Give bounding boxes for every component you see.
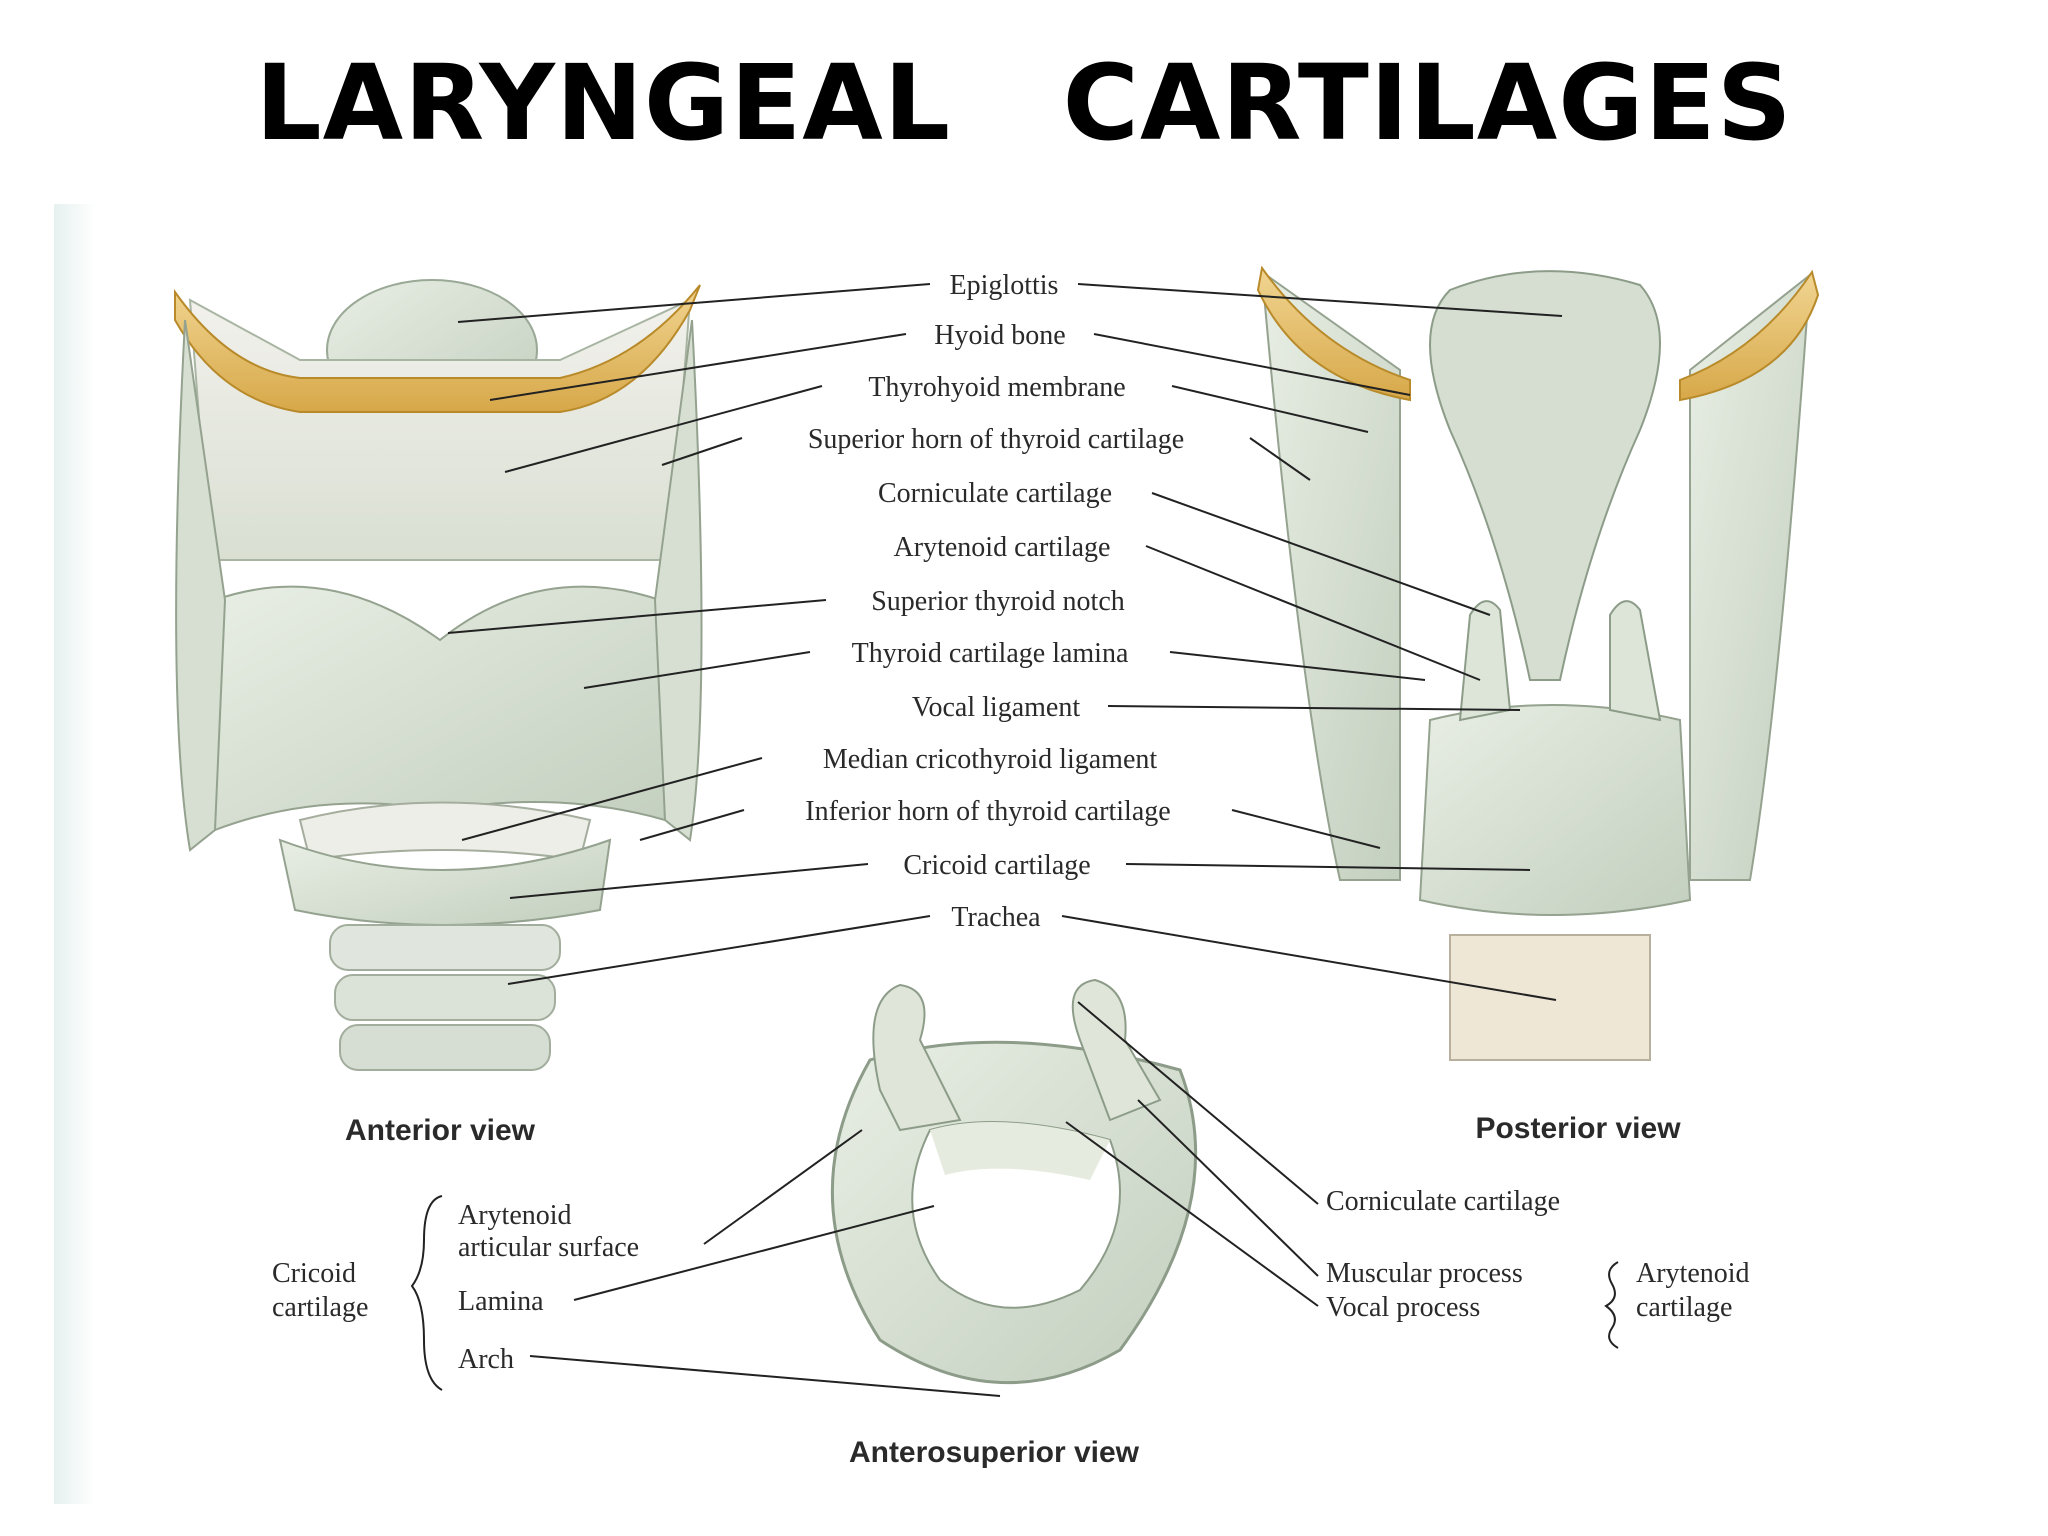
- posterior-hyoid-right: [1679, 269, 1820, 402]
- posterior-thyroid-right: [1689, 272, 1812, 881]
- anterosuperior-cricoid: [830, 978, 1198, 1385]
- anterior-cricothyroid-ligament: [298, 801, 592, 862]
- posterior-epiglottis: [1429, 270, 1661, 681]
- label-hyoid-bone: Hyoid bone: [934, 320, 1065, 351]
- label-lamina: Lamina: [458, 1286, 544, 1317]
- posterior-cricoid: [1418, 704, 1692, 916]
- label-thyroid-lamina: Thyroid cartilage lamina: [852, 638, 1129, 669]
- label-anterosuperior-view: Anterosuperior view: [849, 1436, 1140, 1469]
- leader-lines: [410, 283, 1619, 1397]
- posterior-larynx: [1256, 265, 1820, 1061]
- label-posterior-view: Posterior view: [1475, 1112, 1681, 1145]
- anterior-cricoid: [278, 838, 612, 926]
- label-vocal-ligament: Vocal ligament: [912, 692, 1080, 723]
- anterior-trachea-ring-2: [334, 974, 556, 1021]
- label-arytenoid-title-1: Arytenoid: [1636, 1258, 1750, 1289]
- label-superior-thyroid-notch: Superior thyroid notch: [871, 586, 1125, 617]
- arytenoid-group-labels: Corniculate cartilage Muscular process V…: [1326, 1186, 1750, 1323]
- label-arytenoid-surface-1: Arytenoid: [458, 1200, 572, 1231]
- label-arch: Arch: [458, 1344, 514, 1375]
- anterior-trachea-ring-3: [339, 1024, 551, 1071]
- posterior-hyoid-left: [1256, 265, 1411, 402]
- label-corniculate: Corniculate cartilage: [878, 478, 1112, 509]
- label-epiglottis: Epiglottis: [950, 270, 1059, 301]
- label-corniculate-lower: Corniculate cartilage: [1326, 1186, 1560, 1217]
- anterior-thyroid-left-side: [175, 319, 227, 852]
- anterosuperior-arytenoid-left: [872, 983, 962, 1132]
- plate-edge: [54, 204, 96, 1504]
- label-cricoid-title-2: cartilage: [272, 1292, 368, 1323]
- label-anterior-view: Anterior view: [345, 1114, 536, 1147]
- label-trachea: Trachea: [951, 902, 1041, 933]
- anterior-larynx: [174, 279, 703, 1071]
- anterior-thyroid-cartilage: [214, 585, 667, 832]
- anterior-thyroid-right-side: [653, 319, 703, 842]
- slide-title: LARYNGEAL CARTILAGES: [255, 42, 1793, 164]
- view-labels: Anterior view Posterior view Anterosuper…: [345, 1112, 1681, 1469]
- label-median-cricothyroid: Median cricothyroid ligament: [823, 744, 1158, 775]
- label-thyrohyoid-membrane: Thyrohyoid membrane: [868, 372, 1125, 403]
- anterior-hyoid-bone: [174, 284, 701, 413]
- label-superior-horn: Superior horn of thyroid cartilage: [808, 424, 1184, 455]
- cricoid-lamina-shade: [930, 1122, 1110, 1180]
- label-cricoid-cartilage: Cricoid cartilage: [903, 850, 1090, 881]
- posterior-thyroid-left: [1260, 269, 1401, 881]
- posterior-arytenoid-right: [1609, 600, 1662, 722]
- anterior-trachea-ring-1: [329, 924, 561, 971]
- label-muscular-process: Muscular process: [1326, 1258, 1523, 1289]
- label-cricoid-title-1: Cricoid: [272, 1258, 356, 1289]
- posterior-trachea: [1449, 934, 1651, 1061]
- label-inferior-horn: Inferior horn of thyroid cartilage: [805, 796, 1170, 827]
- posterior-arytenoid-left: [1458, 600, 1512, 722]
- cricoid-group-labels: Cricoid cartilage Arytenoid articular su…: [272, 1200, 639, 1375]
- label-arytenoid-title-2: cartilage: [1636, 1292, 1732, 1323]
- structure-labels: Epiglottis Hyoid bone Thyrohyoid membran…: [805, 270, 1184, 933]
- label-arytenoid: Arytenoid cartilage: [894, 532, 1111, 563]
- label-vocal-process: Vocal process: [1326, 1292, 1480, 1323]
- label-arytenoid-surface-2: articular surface: [458, 1232, 639, 1263]
